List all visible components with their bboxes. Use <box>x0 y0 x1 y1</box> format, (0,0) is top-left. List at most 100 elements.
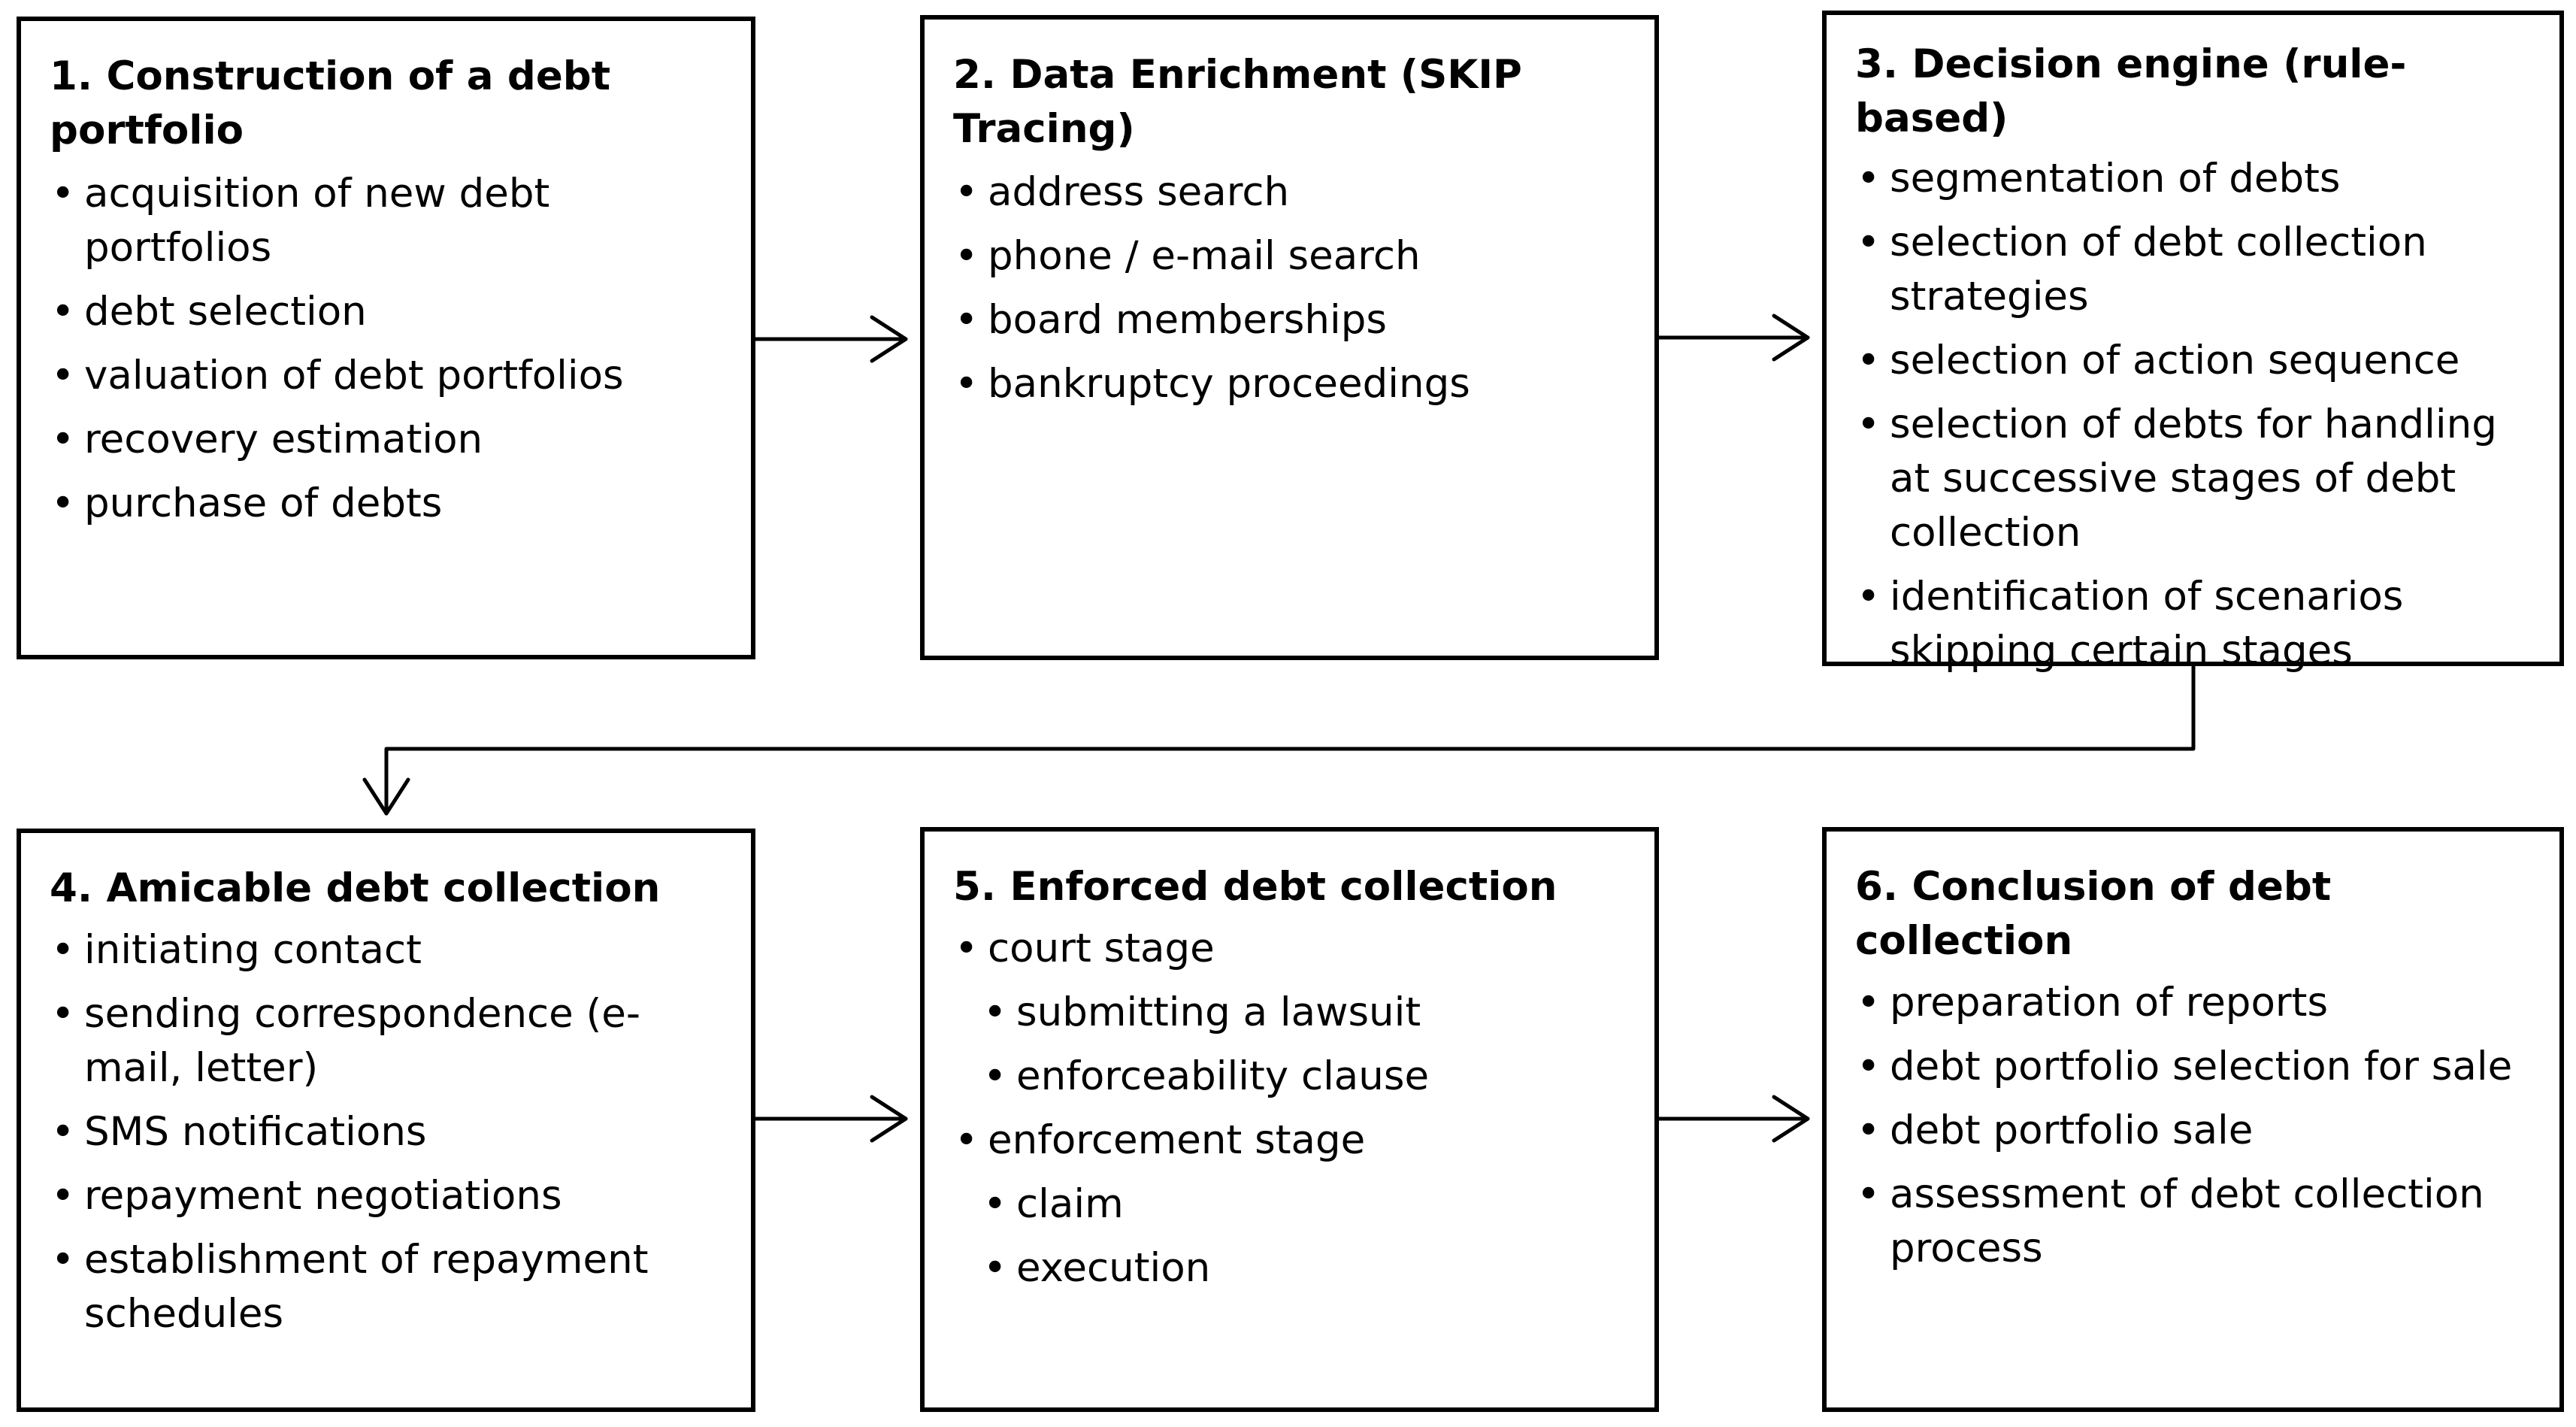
list-item: •selection of debt collection strategies <box>1855 216 2537 324</box>
step-items: •court stage•submitting a lawsuit•enforc… <box>953 922 1632 1295</box>
bullet-icon: • <box>51 991 75 1037</box>
bullet-icon: • <box>1857 338 1881 383</box>
step-items: •acquisition of new debt portfolios•debt… <box>50 167 728 531</box>
arrow-2-to-3 <box>1657 314 1810 362</box>
list-item-text: valuation of debt portfolios <box>84 353 624 398</box>
bullet-icon: • <box>51 1237 75 1283</box>
bullet-icon: • <box>983 1245 1007 1291</box>
list-item-text: SMS notifications <box>84 1109 427 1155</box>
list-item-text: debt portfolio sale <box>1890 1107 2254 1153</box>
list-item-text: identification of scenarios skipping cer… <box>1890 574 2404 674</box>
step-title: 6. Conclusion of debt collection <box>1855 864 2332 964</box>
list-item: •preparation of reports <box>1855 976 2537 1030</box>
list-item: •debt selection <box>50 285 728 339</box>
step-box-conclusion: 6. Conclusion of debt collection •prepar… <box>1822 827 2564 1412</box>
step-box-data-enrichment: 2. Data Enrichment (SKIP Tracing) •addre… <box>920 15 1659 660</box>
step-box-construction: 1. Construction of a debt portfolio •acq… <box>17 17 755 659</box>
bullet-icon: • <box>1857 980 1881 1026</box>
list-item-text: enforcement stage <box>988 1117 1366 1163</box>
list-item: •repayment negotiations <box>50 1169 728 1223</box>
bullet-icon: • <box>955 1117 979 1163</box>
list-item-text: acquisition of new debt portfolios <box>84 171 550 271</box>
step-title: 1. Construction of a debt portfolio <box>50 53 611 153</box>
list-item-text: selection of debt collection strategies <box>1890 220 2427 320</box>
bullet-icon: • <box>1857 401 1881 447</box>
bullet-icon: • <box>955 297 979 343</box>
bullet-icon: • <box>51 171 75 217</box>
list-item: •establishment of repayment schedules <box>50 1233 728 1341</box>
bullet-icon: • <box>955 926 979 971</box>
list-item: •selection of debts for handling at succ… <box>1855 398 2537 560</box>
list-item: •enforcement stage <box>953 1113 1632 1168</box>
bullet-icon: • <box>983 1053 1007 1099</box>
sub-list-item: •submitting a lawsuit <box>953 986 1632 1040</box>
bullet-icon: • <box>51 1109 75 1155</box>
list-item: •identification of scenarios skipping ce… <box>1855 570 2537 678</box>
list-item-text: debt portfolio selection for sale <box>1890 1044 2513 1089</box>
bullet-icon: • <box>983 1181 1007 1227</box>
list-item: •purchase of debts <box>50 477 728 531</box>
list-item-text: selection of action sequence <box>1890 338 2460 383</box>
list-item: •bankruptcy proceedings <box>953 357 1632 411</box>
bullet-icon: • <box>955 233 979 279</box>
arrow-4-to-5 <box>753 1095 908 1143</box>
list-item-text: assessment of debt collection process <box>1890 1171 2484 1271</box>
list-item: •initiating contact <box>50 923 728 977</box>
list-item: •recovery estimation <box>50 413 728 467</box>
bullet-icon: • <box>955 361 979 407</box>
arrow-3-to-4 <box>362 664 2196 816</box>
list-item: •phone / e-mail search <box>953 229 1632 283</box>
list-item-text: purchase of debts <box>84 480 443 526</box>
list-item: •assessment of debt collection process <box>1855 1168 2537 1276</box>
bullet-icon: • <box>1857 574 1881 620</box>
list-item-text: court stage <box>988 926 1215 971</box>
list-item-text: preparation of reports <box>1890 980 2329 1026</box>
bullet-icon: • <box>955 169 979 215</box>
bullet-icon: • <box>1857 1107 1881 1153</box>
step-title: 4. Amicable debt collection <box>50 865 661 911</box>
list-item: •court stage <box>953 922 1632 976</box>
list-item-text: segmentation of debts <box>1890 156 2341 201</box>
step-title: 3. Decision engine (rule-based) <box>1855 41 2407 141</box>
list-item-text: debt selection <box>84 289 367 335</box>
bullet-icon: • <box>51 927 75 973</box>
list-item: •segmentation of debts <box>1855 152 2537 206</box>
sub-list-item: •execution <box>953 1241 1632 1295</box>
list-item-text: submitting a lawsuit <box>1016 989 1421 1035</box>
bullet-icon: • <box>1857 156 1881 201</box>
list-item-text: address search <box>988 169 1290 215</box>
list-item-text: recovery estimation <box>84 417 483 462</box>
sub-list-item: •claim <box>953 1177 1632 1232</box>
list-item: •board memberships <box>953 293 1632 347</box>
list-item: •debt portfolio selection for sale <box>1855 1040 2537 1094</box>
bullet-icon: • <box>1857 220 1881 265</box>
list-item-text: execution <box>1016 1245 1211 1291</box>
list-item: •sending correspondence (e-mail, letter) <box>50 987 728 1095</box>
arrow-1-to-2 <box>753 315 908 363</box>
list-item: •selection of action sequence <box>1855 334 2537 388</box>
step-box-decision-engine: 3. Decision engine (rule-based) •segment… <box>1822 11 2564 674</box>
list-item-text: board memberships <box>988 297 1387 343</box>
list-item-text: selection of debts for handling at succe… <box>1890 401 2497 556</box>
sub-list-item: •enforceability clause <box>953 1050 1632 1104</box>
bullet-icon: • <box>51 289 75 335</box>
step-items: •segmentation of debts•selection of debt… <box>1855 152 2537 678</box>
step-title: 5. Enforced debt collection <box>953 864 1557 910</box>
bullet-icon: • <box>1857 1171 1881 1217</box>
list-item-text: phone / e-mail search <box>988 233 1421 279</box>
bullet-icon: • <box>51 417 75 462</box>
step-title: 2. Data Enrichment (SKIP Tracing) <box>953 52 1522 152</box>
list-item-text: establishment of repayment schedules <box>84 1237 649 1337</box>
bullet-icon: • <box>51 353 75 398</box>
bullet-icon: • <box>51 480 75 526</box>
bullet-icon: • <box>1857 1044 1881 1089</box>
list-item-text: repayment negotiations <box>84 1173 562 1219</box>
list-item-text: sending correspondence (e-mail, letter) <box>84 991 641 1091</box>
list-item: •debt portfolio sale <box>1855 1104 2537 1158</box>
list-item: •valuation of debt portfolios <box>50 349 728 403</box>
list-item-text: claim <box>1016 1181 1124 1227</box>
list-item-text: bankruptcy proceedings <box>988 361 1470 407</box>
list-item: •acquisition of new debt portfolios <box>50 167 728 275</box>
step-items: •address search•phone / e-mail search•bo… <box>953 165 1632 411</box>
